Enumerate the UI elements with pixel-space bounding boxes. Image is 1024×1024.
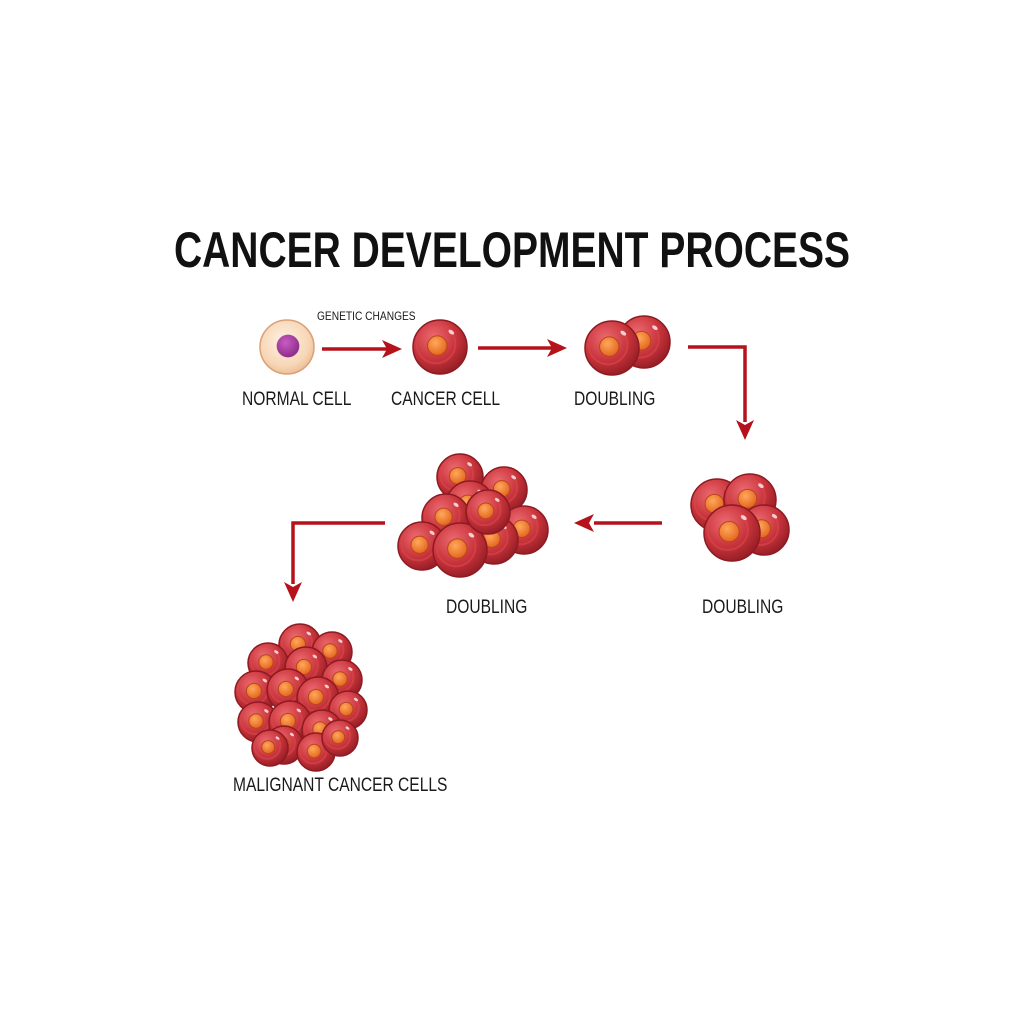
cell-highlight [262,678,268,683]
arrow-head [574,514,594,532]
cell-nucleus [332,671,348,687]
cell-highlight [448,329,455,335]
cancer-cell [237,701,279,743]
cells-layer [234,315,790,772]
cancer-cell [321,719,359,757]
cancer-cell [432,522,488,578]
cell-highlight [467,462,473,467]
cell-highlight [274,650,279,654]
stage-label-normal-cell: NORMAL CELL [242,389,352,410]
cell-highlight [294,676,300,681]
cell-nucleus [245,682,262,700]
cell-highlight [324,684,330,689]
arrow-head [284,582,302,602]
cell-nucleus [306,743,322,759]
cell-nucleus [277,680,294,698]
cell-nucleus [338,701,354,717]
cell-highlight [531,514,537,519]
cell-highlight [740,515,747,521]
cell-inner-ring [706,508,749,551]
cell-highlight [306,631,312,636]
normal-cell [259,319,315,375]
process-arrow [574,514,662,532]
process-arrow [284,521,385,602]
process-arrow [322,340,402,358]
cell-nucleus [737,488,758,509]
cancer-cell [584,320,640,376]
cell-nucleus [410,535,429,554]
cancer-cell [251,729,289,767]
cell-highlight [296,708,302,713]
cell-nucleus [258,654,274,670]
cell-highlight [771,514,778,519]
cell-highlight [312,654,318,659]
cell-inner-ring [415,323,457,365]
cell-highlight [345,726,350,730]
cell-nucleus [434,507,453,526]
cell-highlight [429,530,435,535]
cell-highlight [758,483,764,489]
arrow-head [736,420,754,440]
cell-highlight [353,697,358,702]
cell-highlight [468,532,475,538]
cell-nucleus [322,643,338,659]
cell-nucleus [331,730,346,745]
genetic-changes-label: GENETIC CHANGES [317,309,416,323]
cell-highlight [348,667,353,671]
cell-highlight [264,709,269,713]
stage-label-malignant: MALIGNANT CANCER CELLS [233,775,448,796]
cell-highlight [511,475,517,480]
cell-nucleus [248,713,264,729]
cell-inner-ring [323,721,352,750]
cell-highlight [620,330,627,336]
stage-label-doubling-2: DOUBLING [702,597,784,618]
cell-nucleus [295,658,312,676]
cell-nucleus [718,521,740,543]
cell-nucleus [599,336,620,357]
process-arrow [478,339,567,357]
cell-nucleus [477,502,495,520]
arrow-head [382,340,402,358]
cell-highlight [494,497,500,502]
arrow-shaft [291,521,385,584]
cell-nucleus [261,740,276,755]
cell-highlight [652,325,658,331]
stage-label-cancer-cell: CANCER CELL [391,389,501,410]
arrow-shaft [688,345,747,422]
stage-label-doubling-3: DOUBLING [446,597,528,618]
cell-inner-ring [435,526,477,568]
process-arrow [688,345,754,440]
cancer-cell [412,319,468,375]
cell-nucleus [307,688,324,706]
cell-nucleus [427,335,448,356]
cell-nucleus [447,538,468,559]
arrow-head [547,339,567,357]
cell-highlight [275,736,280,740]
cell-highlight [338,639,343,643]
cell-inner-ring [467,492,502,527]
cell-highlight [328,717,333,721]
stage-label-doubling-1: DOUBLING [574,389,656,410]
normal-cell-nucleus [276,334,300,358]
page-title: CANCER DEVELOPMENT PROCESS [173,222,851,278]
cell-inner-ring [253,731,282,760]
cell-inner-ring [587,324,629,366]
cancer-cell [703,504,761,562]
cell-highlight [289,732,294,737]
arrows-layer [284,339,754,602]
cell-highlight [453,502,459,507]
cancer-cell [465,489,511,535]
